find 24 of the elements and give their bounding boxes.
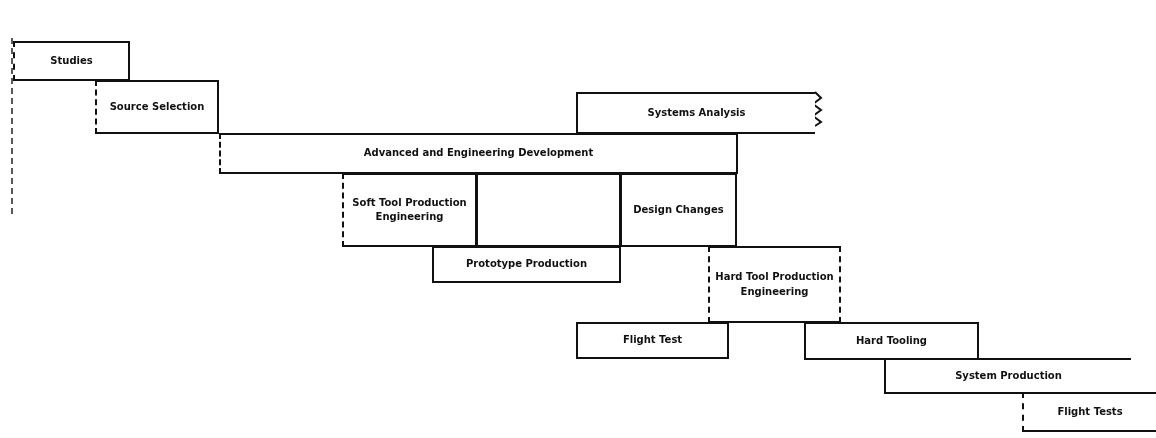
phase-box [219, 133, 738, 174]
phase-box [576, 92, 815, 134]
phase-label: Prototype Production [464, 257, 588, 272]
phase-box [708, 246, 841, 323]
phase-box [432, 246, 621, 283]
phase-box [95, 80, 219, 134]
phase-box [1022, 392, 1156, 432]
phase-label: Design Changes [632, 202, 725, 217]
phase-box [342, 173, 477, 247]
phase-label: Hard Tool Production Engineering [714, 270, 835, 299]
phase-box [13, 41, 130, 81]
phase-label: Soft Tool Production Engineering [351, 195, 468, 224]
phase-label: Studies [49, 53, 94, 68]
phase-label: System Production [954, 368, 1063, 383]
phase-box [804, 322, 979, 360]
phase-label: Hard Tooling [854, 333, 929, 348]
phase-label: Flight Tests [1056, 404, 1124, 419]
phase-label: Systems Analysis [646, 105, 747, 120]
phase-label: Source Selection [108, 99, 206, 114]
phase-label: Flight Test [621, 333, 684, 348]
phase-box [620, 173, 737, 247]
phase-box [884, 358, 1131, 394]
phase-box [576, 322, 729, 359]
phase-label: Advanced and Engineering Development [362, 146, 595, 161]
